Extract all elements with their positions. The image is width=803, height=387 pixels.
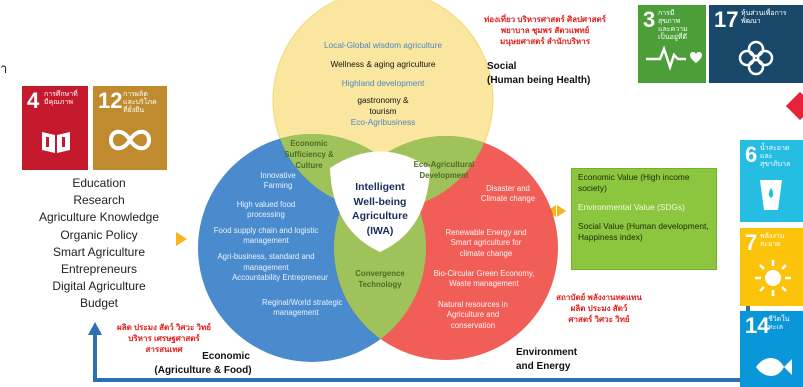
sdg-tile-4: 4 การศึกษาที่มีคุณภาพ xyxy=(22,86,88,170)
list-item: Research xyxy=(73,193,125,208)
social-item: Wellness & aging agriculture xyxy=(330,59,436,69)
book-icon xyxy=(42,132,70,153)
social-title: Social (Human being Health) xyxy=(487,61,591,86)
environment-item: Renewable Energy and xyxy=(445,227,527,237)
value-item: Environmental Value (SDGs) xyxy=(578,202,685,212)
sun-icon xyxy=(755,260,791,296)
flow-arrow-head xyxy=(88,322,102,335)
economic-item: High valued food xyxy=(236,199,296,209)
environment-item: conservation xyxy=(450,320,496,330)
environment-item: Natural resources in xyxy=(438,299,508,309)
thai-annotation-bottom-right: สถาบัตย์ พลังงานทดแทน ผลิต ประมง สัตว์ ศ… xyxy=(556,293,642,324)
social-items: Local-Global wisdom agriculture Wellness… xyxy=(290,40,476,128)
sdg-tile-3: 3 การมีสุขภาพและความเป็นอยู่ที่ดี xyxy=(638,5,706,83)
thai-annotation-bottom-left: ผลิต ประมง สัตว์ วิศวะ วิทย์ บริหาร เศรษ… xyxy=(117,323,211,354)
center-region xyxy=(330,151,430,252)
economic-item: Reginal/World strategic xyxy=(262,297,343,307)
overlap-social-env-label: Eco-Agricultural Development xyxy=(413,160,475,180)
value-item: Social Value (Human development, Happine… xyxy=(578,221,709,242)
list-item: Entrepreneurs xyxy=(60,262,138,277)
environment-items: Disaster and Climate change Renewable En… xyxy=(398,184,548,331)
thai-edge-fragment: า xyxy=(0,61,8,76)
list-item: Agriculture Knowledge xyxy=(38,210,160,225)
economic-item: management xyxy=(243,262,289,272)
sdg-tile-14: 14 ชีวิตในทะเล xyxy=(740,311,803,387)
social-item: Eco-Agribusiness xyxy=(350,117,416,127)
arrow-left-to-venn xyxy=(176,232,187,246)
environment-item: Waste management xyxy=(449,279,519,289)
sdg-tile-7: 7 พลังงานสะอาด xyxy=(740,228,803,306)
economic-item: Farming xyxy=(263,181,293,191)
social-item: tourism xyxy=(369,106,397,116)
economic-item: management xyxy=(273,308,319,318)
center-iwa-label: Intelligent Well-being Agriculture (IWA) xyxy=(351,181,408,237)
overlap-econ-social-label: Economic Sufficiency & Culture xyxy=(284,139,334,170)
environment-item: Bio-Circular Green Economy, xyxy=(433,269,535,279)
list-item: Organic Policy xyxy=(60,227,138,242)
thai-annotation-top-right: ท่องเที่ยว บริหารศาสตร์ ศิลปศาสตร์ พยาบา… xyxy=(483,15,606,46)
heartbeat-icon xyxy=(646,45,702,71)
sdg-tile-12: 12 การผลิตและบริโภคที่ยั่งยืน xyxy=(93,86,167,170)
infinity-icon xyxy=(108,129,152,151)
environment-item: Climate change xyxy=(480,194,536,204)
list-item: Digital Agriculture xyxy=(52,279,146,294)
economic-item: processing xyxy=(247,210,285,220)
social-item: gastronomy & xyxy=(357,95,409,105)
value-item: Economic Value (High income society) xyxy=(578,172,690,193)
economic-item: Innovative xyxy=(260,171,296,180)
economic-items: Innovative Farming High valued food proc… xyxy=(202,171,343,318)
economic-title: Economic (Agriculture & Food) xyxy=(154,351,252,376)
value-box: Economic Value (High income society) Env… xyxy=(571,168,717,270)
economic-item: management xyxy=(243,236,289,246)
economic-item: Accountability Entrepreneur xyxy=(232,273,328,283)
social-item: Local-Global wisdom agriculture xyxy=(323,40,443,50)
list-item: Smart Agriculture xyxy=(52,244,146,259)
list-item: Budget xyxy=(79,296,119,311)
environment-title: Environment and Energy xyxy=(516,347,578,372)
list-item: Education xyxy=(72,176,126,190)
environment-item: climate change xyxy=(459,248,513,258)
sdg-tile-6: 6 น้ำสะอาดและสุขาภิบาล xyxy=(740,140,803,222)
left-input-list: Education Research Agriculture Knowledge… xyxy=(20,175,178,313)
environment-item: Disaster and xyxy=(486,184,530,193)
fish-icon xyxy=(756,358,792,376)
sdg-tile-17: 17 หุ้นส่วนเพื่อการพัฒนา xyxy=(709,5,803,83)
overlap-econ-env-label: Convergence Technology xyxy=(355,269,405,289)
social-item: Highland development xyxy=(341,78,425,88)
partnership-ring-icon xyxy=(738,40,774,76)
water-glass-icon xyxy=(760,180,782,210)
environment-item: Agriculture and xyxy=(446,310,500,320)
economic-item: Agri-business, standard and xyxy=(217,252,315,262)
economic-item: Food supply chain and logistic xyxy=(213,225,319,235)
environment-item: Smart agriculture for xyxy=(450,238,522,248)
